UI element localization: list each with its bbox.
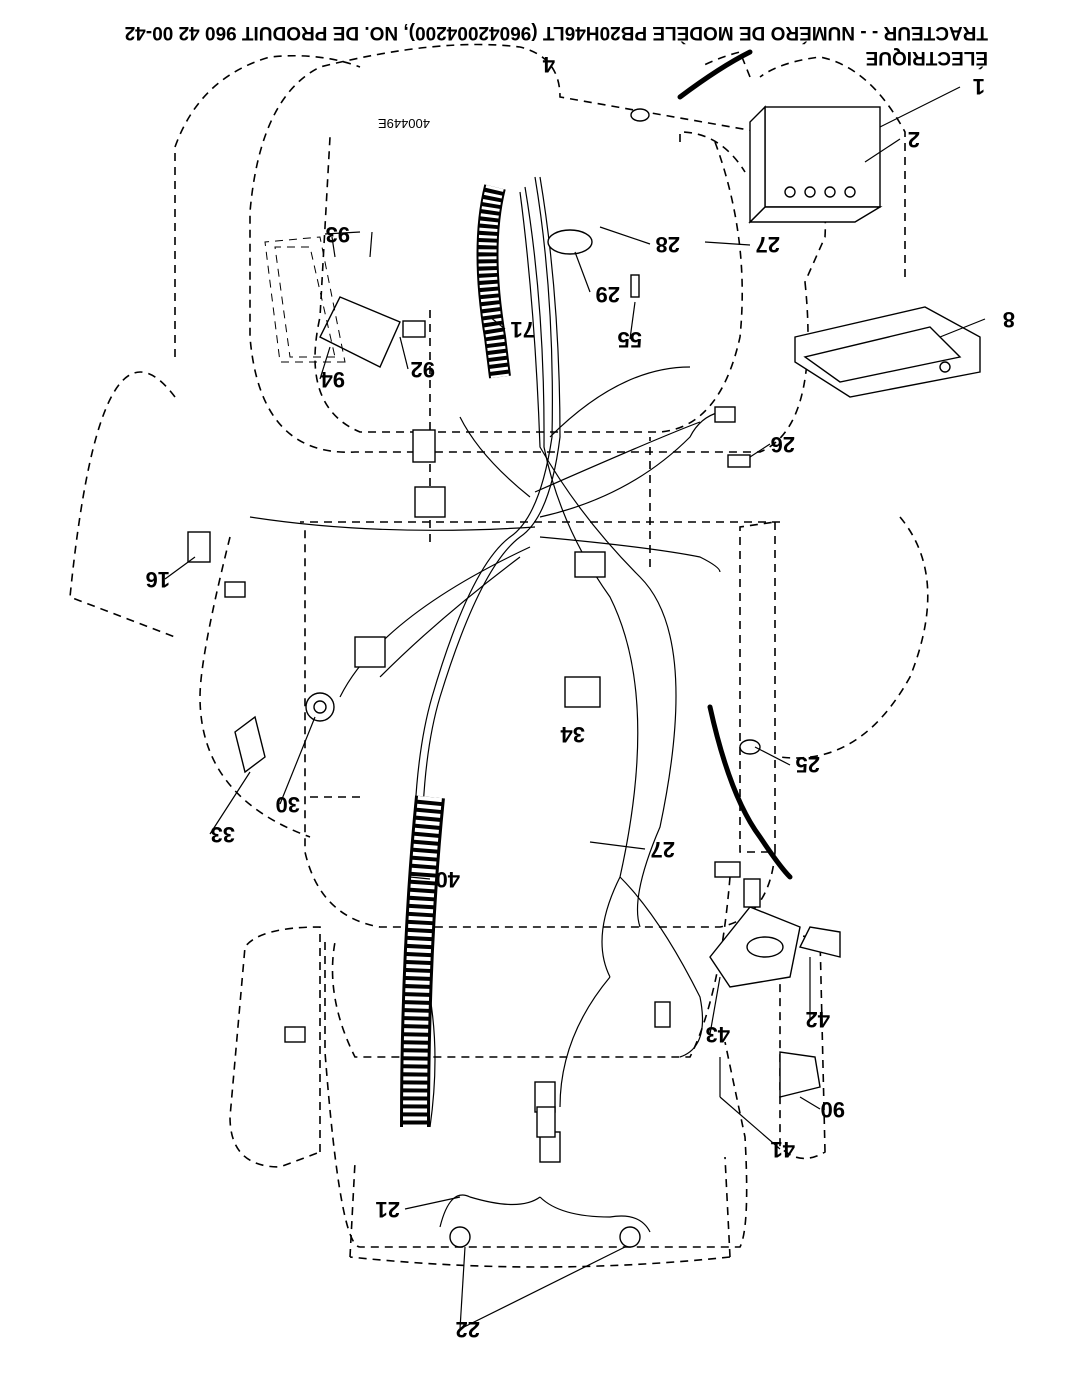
ignition-switch [305, 692, 335, 722]
battery [748, 105, 883, 224]
leader-line-L43 [709, 976, 721, 1035]
leader-line-L94 [319, 346, 331, 380]
ignition-key [234, 715, 266, 774]
callout-21: 21 [376, 1197, 400, 1222]
seat-switch-assembly [264, 231, 426, 368]
leader-line-L55 [629, 301, 636, 340]
battery-cable [677, 49, 753, 100]
leader-line-L30 [279, 716, 316, 805]
cable-terminal [630, 108, 650, 122]
ground-cable [707, 704, 793, 880]
leader-line-L27b [589, 841, 646, 850]
callout-26: 26 [771, 432, 795, 457]
leader-line-L16 [164, 556, 196, 580]
cable-terminal-25 [739, 739, 761, 755]
headlight-harness [439, 1106, 651, 1248]
conduit-40 [400, 795, 445, 1128]
leader-line-L93 [324, 231, 361, 235]
callout-4: 4 [542, 52, 555, 77]
leader-line-L28 [599, 226, 651, 245]
leader-line-L92 [399, 336, 409, 370]
callout-28: 28 [656, 232, 680, 257]
leader-line-L40 [409, 876, 431, 880]
leader-line-L33 [209, 771, 251, 835]
callout-22: 22 [456, 1317, 480, 1342]
leader-line-L29 [574, 251, 591, 293]
diagram-subtitle: ÉLECTRIQUE [866, 47, 988, 69]
pto-switch [798, 926, 841, 958]
conduit-71 [476, 184, 511, 379]
leader-line-L8 [939, 318, 986, 338]
callout-25: 25 [796, 752, 820, 777]
leader-line-L25 [754, 746, 791, 766]
callout-93: 93 [326, 222, 350, 247]
leader-line-L2 [864, 138, 901, 163]
callout-1: 1 [973, 74, 985, 99]
callout-2: 2 [908, 127, 920, 152]
diagram-title: TRACTEUR - - NUMÉRO DE MODÈLE PB20H46LT … [125, 22, 988, 44]
leader-line-L27a [704, 241, 751, 246]
bolt [630, 274, 640, 298]
fuse [727, 454, 751, 468]
callout-34: 34 [560, 722, 585, 747]
leader-line-L71 [489, 316, 506, 330]
leader-line-L90 [799, 1096, 821, 1110]
drawing-number: 400449E [378, 116, 430, 131]
leader-line-L26 [749, 443, 771, 458]
leader-line-L22 [459, 1246, 466, 1330]
callout-27-bottom: 27 [651, 837, 675, 862]
callout-94: 94 [320, 367, 345, 392]
callout-40: 40 [436, 867, 460, 892]
callout-16: 16 [146, 567, 170, 592]
starter-solenoid [709, 878, 801, 988]
leader-line-L21 [404, 1196, 461, 1210]
callout-55: 55 [618, 327, 642, 352]
callout-92: 92 [411, 357, 435, 382]
leader-line-L1 [879, 86, 961, 128]
callout-42: 42 [806, 1007, 830, 1032]
callout-8: 8 [1003, 307, 1015, 332]
relay [187, 531, 211, 563]
callout-43: 43 [706, 1022, 730, 1047]
callout-41: 41 [771, 1137, 795, 1162]
grommet [547, 229, 593, 255]
callout-29: 29 [596, 282, 620, 307]
switch [564, 676, 601, 708]
callout-71: 71 [511, 317, 535, 342]
battery-cover [794, 306, 981, 398]
callout-27-top: 27 [756, 232, 780, 257]
module-90 [779, 1051, 821, 1098]
callout-33: 33 [211, 822, 235, 847]
leader-line-L41 [719, 1096, 781, 1150]
callout-90: 90 [821, 1097, 845, 1122]
leader-line-L22b [459, 1246, 626, 1330]
callout-30: 30 [276, 792, 300, 817]
